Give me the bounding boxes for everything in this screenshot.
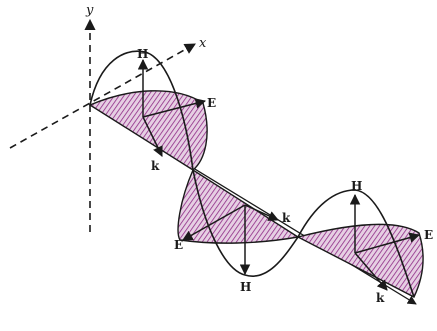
k-arrow-middle [244,204,279,221]
e-arrow-first [142,98,207,118]
label-k-middle: k [282,211,291,225]
k-arrow-first [142,116,163,157]
k-arrow-last [354,252,388,291]
x-axis-label: x [199,36,207,51]
label-h-upper-first: H [137,47,148,61]
h-field-curve-last [297,189,415,298]
label-e-upper-second: E [424,228,433,242]
label-e-upper-first: E [207,96,216,110]
label-e-lower: E [174,238,183,252]
label-h-lower: H [240,280,251,294]
label-k-last: k [376,291,385,305]
y-axis-label: y [85,3,94,18]
e-arrow-lower [182,204,246,241]
label-k-first: k [151,159,160,173]
e-arrow-last [354,232,421,254]
label-h-upper-second: H [351,179,362,193]
h-field-curve-first [89,50,194,171]
e-field-lobe-last [296,223,424,298]
e-field-lobe-first [88,90,208,171]
